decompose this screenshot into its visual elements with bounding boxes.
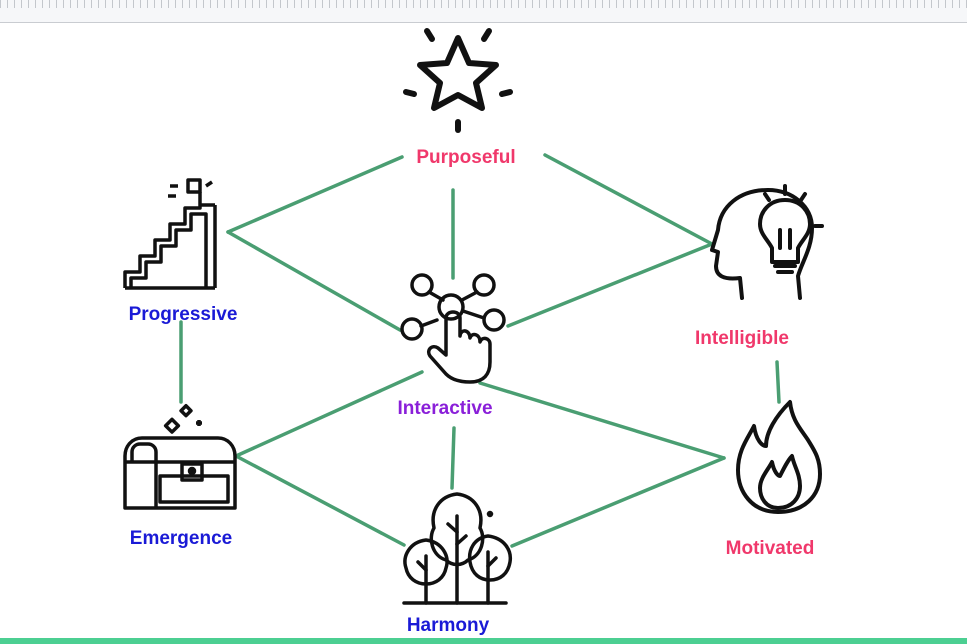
- label-intelligible: Intelligible: [695, 328, 789, 349]
- label-purposeful: Purposeful: [416, 147, 515, 168]
- flame-icon: [738, 402, 820, 512]
- trees-icon: [404, 494, 510, 603]
- head-lightbulb-icon: [712, 186, 822, 298]
- edge-motivated-harmony: [510, 456, 726, 548]
- edge-intelligible-interactive: [506, 242, 714, 328]
- edge-interactive-harmony: [450, 426, 456, 490]
- star-icon: [406, 31, 510, 130]
- label-emergence: Emergence: [130, 528, 232, 549]
- edge-interactive-motivated: [478, 381, 726, 460]
- touch-network-icon: [402, 275, 504, 382]
- edge-intelligible-motivated: [775, 360, 781, 404]
- edge-purposeful-intelligible: [543, 153, 714, 246]
- treasure-chest-icon: [125, 406, 235, 508]
- label-motivated: Motivated: [726, 538, 815, 559]
- stairs-flag-icon: [125, 180, 215, 288]
- top-toolbar-strip: [0, 0, 967, 23]
- ruler-ticks: [0, 0, 967, 8]
- bottom-accent-bar: [0, 638, 967, 644]
- edge-layer: [179, 153, 781, 548]
- edge-progressive-interactive: [226, 230, 402, 332]
- label-interactive: Interactive: [397, 398, 492, 419]
- label-progressive: Progressive: [129, 304, 238, 325]
- edge-emergence-harmony: [234, 454, 406, 547]
- edge-interactive-emergence: [234, 370, 424, 458]
- label-harmony: Harmony: [407, 615, 490, 636]
- edge-purposeful-progressive: [226, 155, 404, 234]
